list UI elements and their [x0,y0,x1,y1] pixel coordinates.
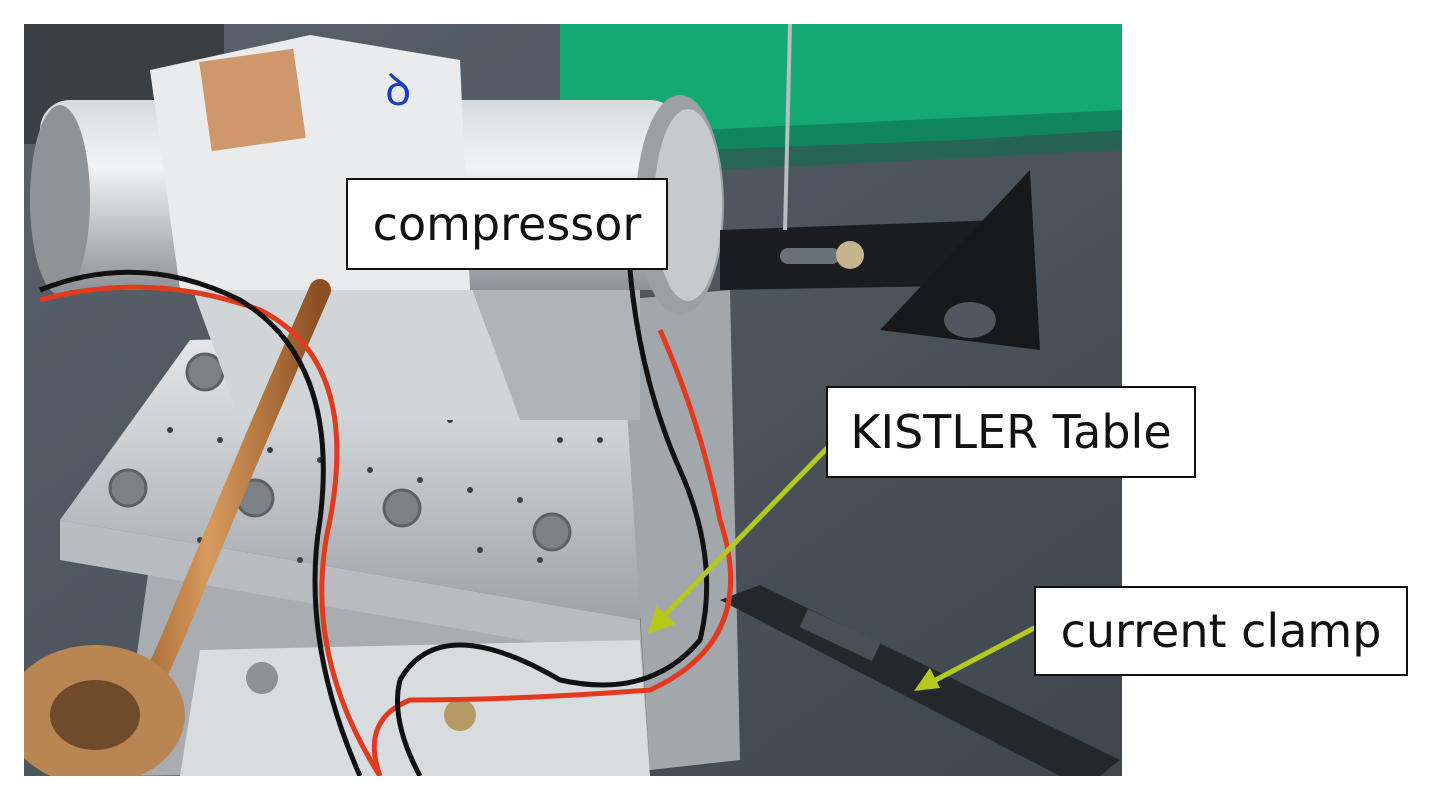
compressor-end-face [654,109,722,301]
current-clamp-window [799,609,881,661]
green-mat-shadow [700,110,1122,170]
handwritten-mark: ꝺ [385,65,411,116]
kistler-table-label: KISTLER Table [826,386,1196,478]
compressor-label: compressor [346,178,668,270]
kistler-arrow-line [658,438,837,622]
black-wire-2 [395,269,710,776]
bracket-nut [836,241,864,269]
probe-wire [783,24,792,231]
copper-fixture-hole [50,680,140,750]
bracket-slot [780,248,840,264]
clamp-arrow-head [914,668,940,691]
annotation-arrows [648,438,1042,691]
lower-housing [180,640,650,776]
copper-tape [199,48,306,152]
photo: ꝺ [24,24,1122,776]
bracket-hole [944,302,996,338]
lower-bolt [246,662,278,694]
red-wire-2 [371,328,734,776]
left-flange [30,105,90,295]
lower-bolt-brass [444,699,476,731]
compressor-mount-side [460,255,640,420]
clamp-arrow-line [928,622,1042,686]
red-wire [39,284,383,776]
black-wire [39,269,363,776]
kistler-arrow-head [648,606,676,634]
angle-bracket-plate [880,170,1040,350]
current-clamp-label: current clamp [1034,586,1408,676]
support-column [620,290,740,770]
compressor-mount [180,255,520,420]
